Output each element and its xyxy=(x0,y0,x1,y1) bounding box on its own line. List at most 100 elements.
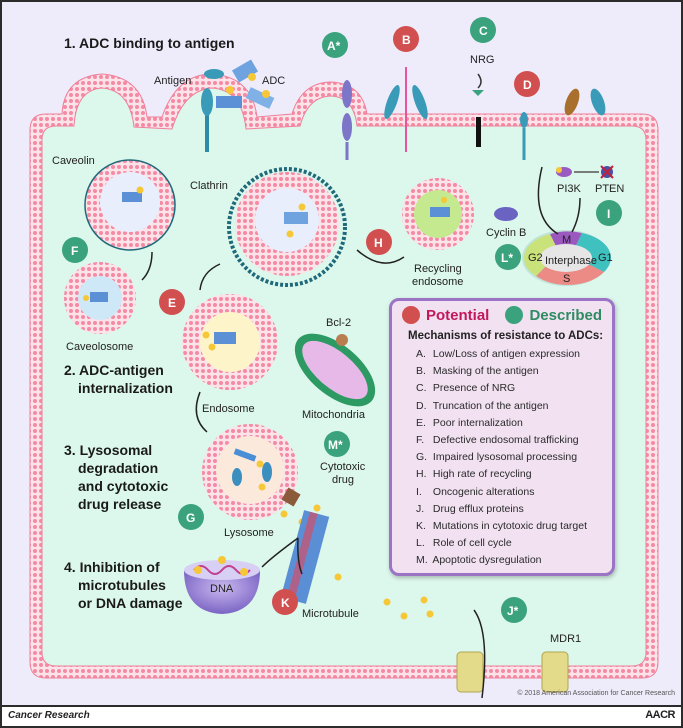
svg-text:C: C xyxy=(479,24,488,38)
step-3-label-line4: drug release xyxy=(78,496,161,512)
cell-cycle-interphase-label: Interphase xyxy=(545,255,597,267)
badge-f: F xyxy=(62,237,88,263)
cell-cycle-s-label: S xyxy=(563,273,570,285)
legend-item: M. Apoptotic dysregulation xyxy=(416,554,542,567)
legend-item: E. Poor internalization xyxy=(416,416,523,429)
legend-item: K. Mutations in cytotoxic drug target xyxy=(416,520,587,533)
badge-m: M* xyxy=(324,431,350,457)
legend-key-described: Described xyxy=(505,306,602,324)
pathway-arrows xyxy=(141,166,581,699)
legend-potential-label: Potential xyxy=(426,306,490,324)
legend-item: F. Defective endosomal trafficking xyxy=(416,434,579,447)
svg-text:A*: A* xyxy=(327,39,341,53)
mdr1-pump-illustration xyxy=(456,651,569,693)
legend-title: Mechanisms of resistance to ADCs: xyxy=(408,330,604,342)
recycling-endosome-label-line1: Recycling xyxy=(414,263,462,275)
mitochondria-illustration xyxy=(294,333,376,407)
masked-antigen-illustration xyxy=(384,67,428,152)
svg-text:F: F xyxy=(71,244,78,258)
potential-dot-icon xyxy=(402,306,420,324)
svg-text:M*: M* xyxy=(328,438,343,452)
svg-text:H: H xyxy=(374,236,383,250)
badge-a: A* xyxy=(322,32,348,58)
antigen-adc-complex-illustration xyxy=(201,59,275,152)
svg-text:L*: L* xyxy=(501,251,513,265)
cell-cycle-g2-label: G2 xyxy=(528,252,543,264)
publisher-logo: AACR xyxy=(645,709,675,721)
legend-item: L. Role of cell cycle xyxy=(416,537,512,550)
step-3-label-line2: degradation xyxy=(78,460,158,476)
cytotoxic-drug-label-line1: Cytotoxic xyxy=(320,461,366,473)
caveolin-label: Caveolin xyxy=(52,155,95,167)
step-2-label-line1: 2. ADC-antigen xyxy=(64,362,164,378)
svg-text:K: K xyxy=(281,596,290,610)
svg-text:D: D xyxy=(523,78,532,92)
dna-label: DNA xyxy=(210,583,234,595)
recycling-endosome-label-line2: endosome xyxy=(412,276,463,288)
journal-name: Cancer Research xyxy=(8,710,90,721)
badge-j: J* xyxy=(501,597,527,623)
legend-item: A. Low/Loss of antigen expression xyxy=(416,348,581,360)
badge-l: L* xyxy=(495,244,521,270)
legend-key-row: Potential Described xyxy=(392,301,612,324)
clathrin-vesicle-illustration xyxy=(227,167,347,287)
low-antigen-illustration xyxy=(342,80,352,160)
endosome-label: Endosome xyxy=(202,403,255,415)
cell-cycle-g1-label: G1 xyxy=(598,252,613,264)
legend-item: I. Oncogenic alterations xyxy=(416,485,535,498)
clathrin-label: Clathrin xyxy=(190,180,228,192)
pi3k-pten-illustration xyxy=(556,165,614,179)
described-dot-icon xyxy=(505,306,524,324)
legend-item: B. Masking of the antigen xyxy=(416,365,539,378)
legend-item: J. Drug efflux proteins xyxy=(416,502,524,515)
legend-item: H. High rate of recycling xyxy=(416,468,532,481)
legend-item: C. Presence of NRG xyxy=(416,382,516,395)
step-4-label-line2: microtubules xyxy=(78,577,166,593)
badge-g: G xyxy=(178,504,204,530)
nucleus-dna-illustration xyxy=(184,556,260,614)
step-2-label-line2: internalization xyxy=(78,380,173,396)
truncated-antigen-illustration xyxy=(520,88,606,160)
copyright-notice: © 2018 American Association for Cancer R… xyxy=(517,690,675,697)
legend-list: A. Low/Loss of antigen expression B. Mas… xyxy=(392,346,612,570)
mitochondria-label: Mitochondria xyxy=(302,409,366,421)
badge-d: D xyxy=(514,71,540,97)
caveolosome-label: Caveolosome xyxy=(66,341,133,353)
mdr1-label: MDR1 xyxy=(550,633,581,645)
badge-k: K xyxy=(272,589,298,615)
microtubule-illustration xyxy=(280,510,330,604)
step-3-label-line3: and cytotoxic xyxy=(78,478,168,494)
footer-bar: Cancer Research AACR xyxy=(2,707,681,726)
cyclin-b-illustration xyxy=(494,207,518,221)
step-3-label-line1: 3. Lysosomal xyxy=(64,442,152,458)
lysosome-label: Lysosome xyxy=(224,527,274,539)
microtubule-label: Microtubule xyxy=(302,608,359,620)
step-4-label-line1: 4. Inhibition of xyxy=(64,559,160,575)
svg-text:J*: J* xyxy=(507,604,519,618)
endosome-illustration xyxy=(182,294,278,390)
legend-item: G. Impaired lysosomal processing xyxy=(416,451,578,464)
cytotoxic-drug-label-line2: drug xyxy=(332,474,354,486)
step-1-label: 1. ADC binding to antigen xyxy=(64,35,235,51)
nrg-receptor-illustration xyxy=(472,73,484,147)
pi3k-label: PI3K xyxy=(557,183,582,195)
badge-i: I xyxy=(596,200,622,226)
antigen-label: Antigen xyxy=(154,75,191,87)
legend-key-potential: Potential xyxy=(402,306,489,324)
cell-cycle-diagram xyxy=(522,230,611,286)
cyclin-b-label: Cyclin B xyxy=(486,227,526,239)
lysosome-illustration xyxy=(202,424,301,520)
badge-e: E xyxy=(159,289,185,315)
badge-b: B xyxy=(393,26,419,52)
recycling-endosome-illustration xyxy=(402,178,474,250)
badge-c: C xyxy=(470,17,496,43)
legend-item: D. Truncation of the antigen xyxy=(416,399,549,412)
pten-label: PTEN xyxy=(595,183,624,195)
step-4-label-line3: or DNA damage xyxy=(78,595,183,611)
cytotoxic-drug-molecules xyxy=(280,504,434,620)
badge-h: H xyxy=(366,229,392,255)
svg-text:B: B xyxy=(402,33,411,47)
cell-cycle-m-label: M xyxy=(562,234,571,246)
legend-described-label: Described xyxy=(529,306,602,324)
adc-label: ADC xyxy=(262,75,285,87)
